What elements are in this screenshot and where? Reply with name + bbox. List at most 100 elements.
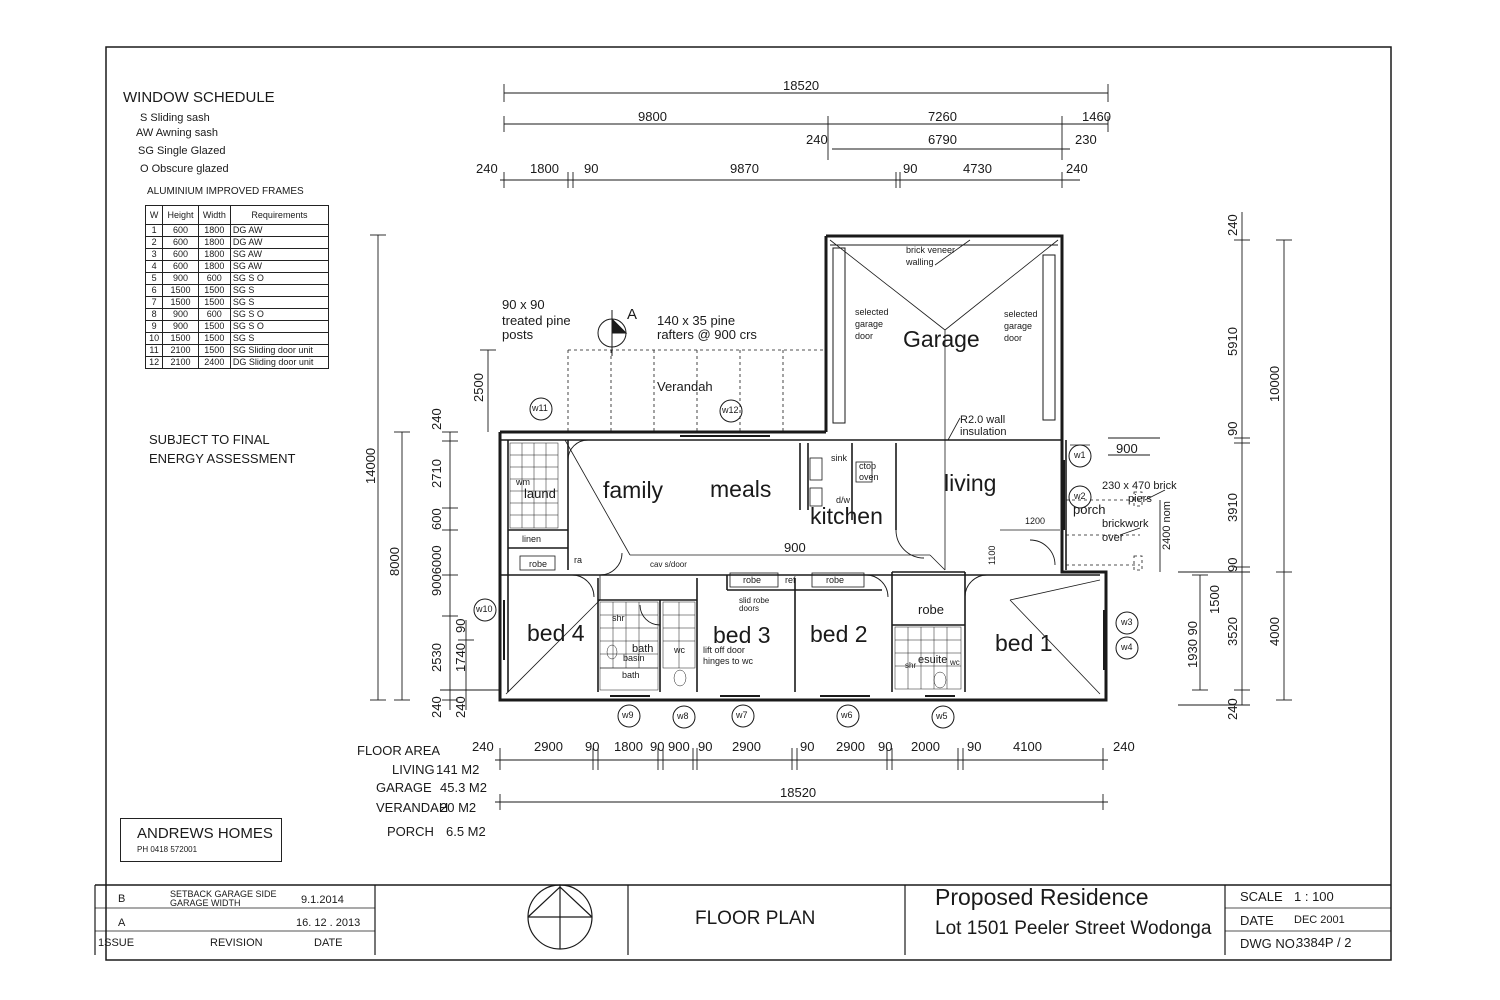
dim-label: 2710	[429, 459, 444, 488]
table-cell: 4	[144, 260, 164, 273]
posts-note: treated pine	[502, 313, 571, 328]
revision-code: B	[118, 893, 126, 905]
table-cell: 1500	[197, 296, 231, 309]
table-cell: 600	[162, 224, 199, 237]
dim-label: 2530	[429, 643, 444, 672]
dim-label: 1740	[453, 643, 468, 672]
table-cell: SG S O	[229, 320, 330, 333]
dim-label: 6790	[928, 132, 957, 147]
revision-label: REVISION	[210, 937, 263, 949]
table-cell: 2100	[162, 344, 199, 357]
dim-label: 5910	[1225, 327, 1240, 356]
dim-label: 90	[800, 739, 815, 754]
project-title: Proposed Residence	[935, 884, 1149, 910]
room-label-meals: meals	[710, 476, 772, 502]
window-tag: w5	[936, 711, 948, 721]
floor-area-value: 141 M2	[436, 762, 480, 777]
table-cell: SG AW	[229, 260, 330, 273]
dim-label: 1100	[987, 545, 997, 565]
date-value: DEC 2001	[1294, 914, 1345, 926]
dim-label: 4730	[963, 161, 992, 176]
internal-walls	[500, 439, 1100, 692]
garage-doors	[830, 244, 1058, 424]
revision-date: 16. 12 . 2013	[296, 917, 361, 929]
dim-label: 4100	[1013, 739, 1042, 754]
drawing-number: 3384P / 2	[1296, 935, 1352, 950]
dim-label: 1500	[1207, 585, 1222, 614]
dim-label: 2900	[732, 739, 761, 754]
table-cell: 1800	[197, 260, 231, 273]
table-cell: 6	[144, 284, 164, 297]
table-cell: SG S O	[229, 272, 330, 285]
annotation-leaders	[934, 239, 1166, 536]
room-label-bed3: bed 3	[713, 622, 771, 648]
table-cell: SG S	[229, 296, 330, 309]
table-cell: 1800	[197, 236, 231, 249]
table-cell: 600	[162, 260, 199, 273]
table-cell: SG S O	[229, 308, 330, 321]
table-cell: 12	[144, 356, 164, 369]
posts-note: posts	[502, 327, 534, 342]
dim-label: 18520	[780, 785, 817, 800]
builder-name: ANDREWS HOMES	[137, 825, 273, 842]
table-cell: 600	[197, 308, 231, 321]
dim-label: 90	[1225, 557, 1240, 572]
brick-veneer-note: brick veneer	[906, 245, 956, 255]
table-cell: 600	[197, 272, 231, 285]
dim-label: 240	[476, 161, 498, 176]
dim-label: 18520	[783, 78, 820, 93]
dim-label: 240	[1225, 698, 1240, 720]
dim-label: 1800	[614, 739, 643, 754]
dim-label: 7260	[928, 109, 957, 124]
room-label-bed1: bed 1	[995, 630, 1053, 656]
dim-label: 90	[585, 739, 600, 754]
room-label-linen: linen	[522, 534, 542, 544]
kitchen-bench	[809, 457, 873, 507]
date-label: DATE	[314, 937, 343, 949]
dim-label: 600	[429, 508, 444, 530]
dim-label: 90	[698, 739, 713, 754]
dim-label: 240	[806, 132, 828, 147]
north-point-icon	[527, 884, 593, 950]
table-cell: 1500	[197, 332, 231, 345]
window-tag: w4	[1121, 642, 1133, 652]
bathroom-tiles	[599, 601, 696, 691]
drawing-title: FLOOR PLAN	[695, 908, 816, 929]
brickwork-note: over	[1102, 532, 1124, 544]
garage-door-note: garage	[1004, 321, 1033, 331]
dim-label: 2500	[471, 373, 486, 402]
issue-label: 1SSUE	[98, 937, 135, 949]
table-cell: 2100	[162, 356, 199, 369]
room-label-bath: bath	[632, 643, 654, 655]
dim-label: 2000	[911, 739, 940, 754]
table-cell: DG AW	[229, 224, 330, 237]
room-label-wc: wc	[950, 658, 960, 667]
insulation-note: insulation	[960, 426, 1007, 438]
bottom-dimension-lines	[495, 748, 1108, 810]
garage-door-note: door	[855, 331, 874, 341]
room-label-garage: Garage	[903, 326, 980, 352]
dim-label: 240	[429, 408, 444, 430]
dim-label: 240	[453, 696, 468, 718]
room-label-laundry: laund	[524, 486, 556, 501]
floor-area-value: 45.3 M2	[440, 780, 487, 795]
room-label-verandah: Verandah	[657, 379, 713, 394]
laundry-tiles	[509, 442, 559, 529]
piers-note: 230 x 470 brick	[1102, 480, 1177, 492]
table-cell: 9	[144, 320, 164, 333]
dim-label: 90	[967, 739, 982, 754]
floor-area-label: VERANDAH	[376, 800, 449, 815]
porch-dim: 900	[1116, 441, 1138, 456]
right-dimension-lines	[1108, 212, 1292, 706]
window-bubbles	[473, 397, 1139, 729]
frames-label: ALUMINIUM IMPROVED FRAMES	[147, 186, 304, 197]
lift-off-note: hinges to wc	[703, 656, 754, 666]
floor-area-value: 6.5 M2	[446, 824, 486, 839]
column-header: W	[144, 205, 164, 225]
section-marker-label: A	[627, 306, 638, 323]
room-label-dishwasher: d/w	[836, 495, 851, 505]
lift-off-note: lift off door	[703, 645, 745, 655]
